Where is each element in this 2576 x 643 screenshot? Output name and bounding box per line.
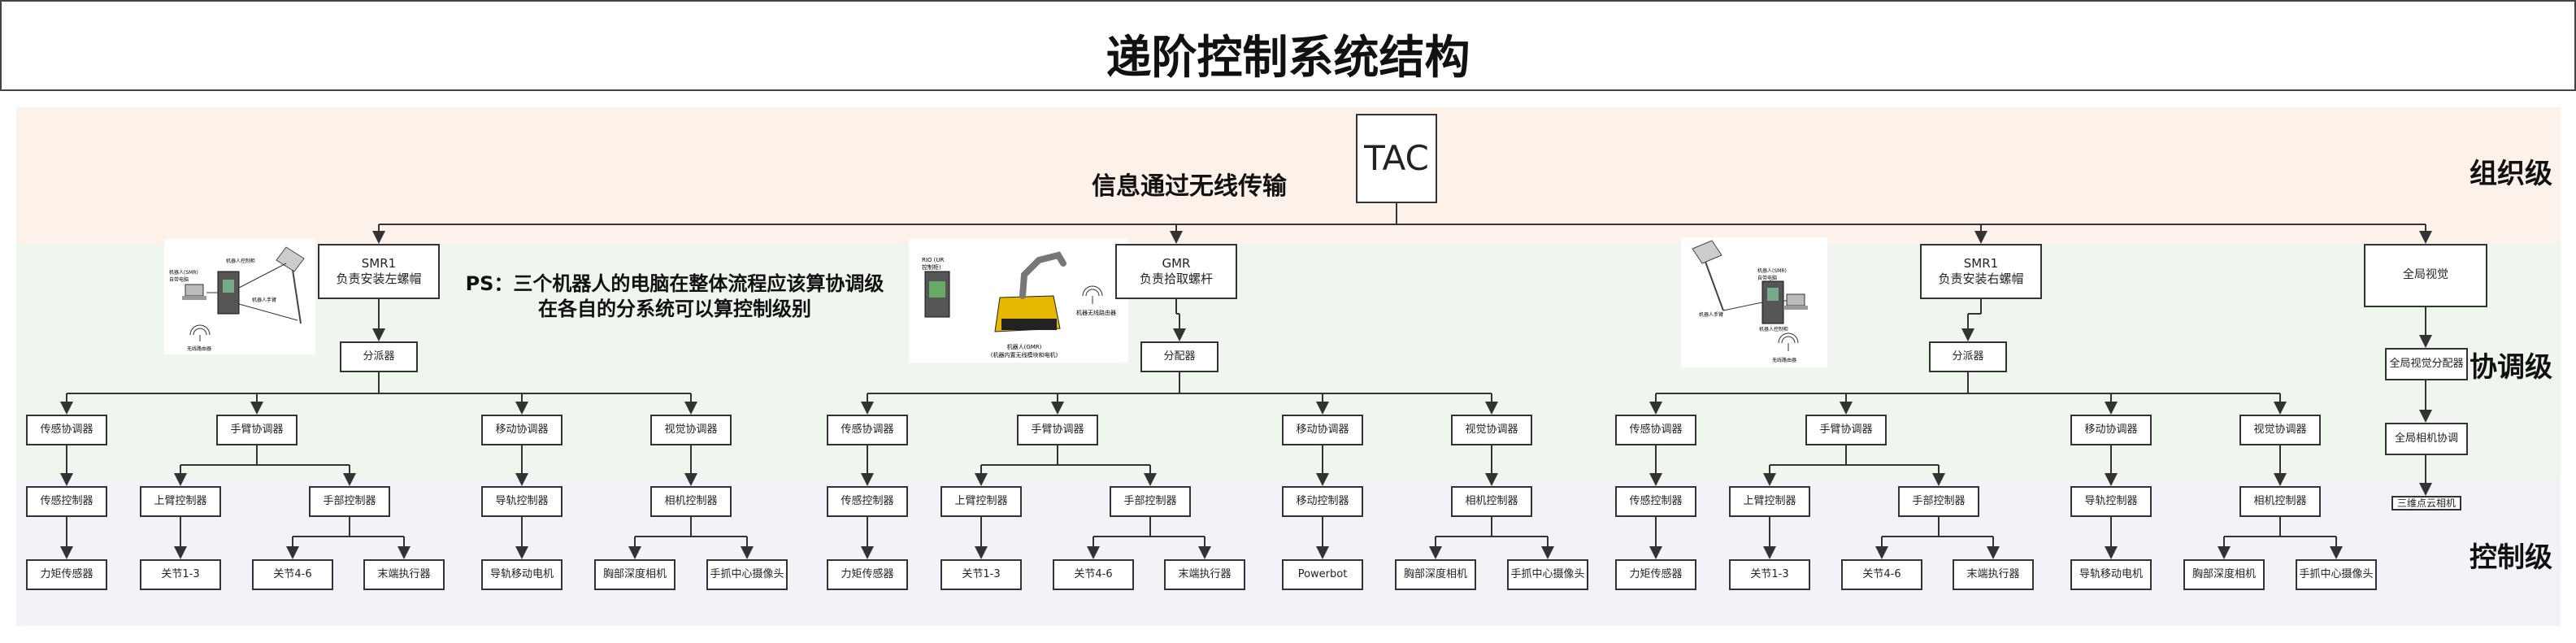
title-bar [0, 0, 2576, 91]
smr1_right-coordinator-0: 传感协调器 [1615, 415, 1696, 445]
smr1_left-controller-1: 上臂控制器 [140, 486, 221, 517]
smr1-left-pc-label: 机器人(SMR) 自带电脑 [169, 270, 198, 283]
smr1-left-cabinet-label: 机器人控制柜 [226, 259, 256, 264]
smr1_right-coordinator-3: 视觉协调器 [2239, 415, 2321, 445]
gmr-actuator-5: 胸部深度相机 [1395, 559, 1476, 590]
smr1_left-actuator-6: 手抓中心摄像头 [706, 559, 788, 590]
smr1-right-wireless-label: 无线路由器 [1772, 358, 1797, 363]
tac-box: TAC [1356, 114, 1437, 203]
smr1_left-controller-4: 相机控制器 [650, 486, 732, 517]
smr1_right-coordinator-1: 手臂协调器 [1805, 415, 1887, 445]
gmr-actuator-6: 手抓中心摄像头 [1507, 559, 1588, 590]
smr1_left-head-box: SMR1 负责安装左螺帽 [318, 244, 440, 299]
smr1_right-actuator-0: 力矩传感器 [1615, 559, 1696, 590]
smr1-right-arm-label: 机器人手臂 [1699, 312, 1724, 318]
wireless-note: 信息通过无线传输 [1092, 172, 1287, 201]
smr1_left-controller-3: 导轨控制器 [481, 486, 563, 517]
gmr-actuator-2: 关节4-6 [1053, 559, 1134, 590]
gmr-wireless-label: 机器无线路由器 [1076, 310, 1116, 316]
smr1_right-controller-3: 导轨控制器 [2070, 486, 2152, 517]
smr1_right-head-box: SMR1 负责安装右螺帽 [1920, 244, 2042, 299]
org-level-band [16, 107, 2561, 244]
smr1_right-actuator-1: 关节1-3 [1729, 559, 1810, 590]
smr1_left-coordinator-2: 移动协调器 [481, 415, 563, 445]
smr1_left-controller-0: 传感控制器 [26, 486, 107, 517]
org-level-label: 组织级 [2470, 158, 2552, 190]
smr1_left-splitter: 分派器 [340, 341, 418, 372]
gmr-controller-4: 相机控制器 [1451, 486, 1532, 517]
point-cloud-camera: 三维点云相机 [2391, 496, 2461, 510]
smr1-left-arm-label: 机器人手臂 [252, 298, 277, 303]
smr1_right-controller-0: 传感控制器 [1615, 486, 1696, 517]
smr1-left-setup-illustration [182, 246, 305, 341]
smr1_right-actuator-4: 导轨移动电机 [2070, 559, 2152, 590]
gmr-coordinator-3: 视觉协调器 [1451, 415, 1532, 445]
smr1_left-actuator-3: 末端执行器 [363, 559, 445, 590]
gmr-actuator-1: 关节1-3 [940, 559, 1022, 590]
global-vision-head: 全局视觉 [2364, 244, 2487, 307]
smr1-right-setup-photo: 机器人(SMR) 自带电脑 机器人手臂 机器人控制柜 无线路由器 [1681, 237, 1827, 367]
global-vision-dispatcher: 全局视觉分配器 [2385, 348, 2468, 380]
smr1_left-actuator-2: 关节4-6 [252, 559, 333, 590]
gmr-rio-label: RIO (UR 控制柜) [922, 257, 945, 271]
smr1_right-controller-4: 相机控制器 [2239, 486, 2321, 517]
smr1_left-actuator-4: 导轨移动电机 [481, 559, 563, 590]
gmr-setup-photo: RIO (UR 控制柜) 机器人(GMR) (机器内置无线模块和电机) 机器无线… [909, 239, 1128, 363]
ps-note: PS：三个机器人的电脑在整体流程应该算协调级 在各自的分系统可以算控制级别 [465, 272, 884, 321]
gmr-coordinator-1: 手臂协调器 [1017, 415, 1098, 445]
smr1_left-actuator-5: 胸部深度相机 [594, 559, 675, 590]
coord-level-label: 协调级 [2470, 351, 2552, 384]
smr1_right-splitter: 分派器 [1929, 341, 2007, 372]
smr1_right-actuator-5: 胸部深度相机 [2183, 559, 2265, 590]
page-title: 递阶控制系统结构 [1106, 32, 1470, 85]
smr1_right-coordinator-2: 移动协调器 [2070, 415, 2152, 445]
smr1-left-setup-photo: 机器人(SMR) 自带电脑 机器人控制柜 机器人手臂 无线路由器 [164, 239, 315, 354]
gmr-base-label: 机器人(GMR) (机器内置无线模块和电机) [990, 344, 1058, 358]
smr1_left-coordinator-3: 视觉协调器 [650, 415, 732, 445]
smr1-left-wireless-label: 无线路由器 [187, 346, 212, 352]
gmr-controller-1: 上臂控制器 [940, 486, 1022, 517]
smr1-right-cabinet-label: 机器人控制柜 [1759, 327, 1789, 332]
smr1_right-controller-2: 手部控制器 [1898, 486, 1979, 517]
smr1-right-setup-illustration [1692, 240, 1808, 351]
smr1_right-actuator-6: 手抓中心摄像头 [2296, 559, 2377, 590]
gmr-splitter: 分配器 [1140, 341, 1218, 372]
smr1_left-controller-2: 手部控制器 [309, 486, 390, 517]
smr1_left-coordinator-0: 传感协调器 [26, 415, 107, 445]
gmr-controller-3: 移动控制器 [1282, 486, 1363, 517]
smr1_right-actuator-2: 关节4-6 [1841, 559, 1922, 590]
gmr-actuator-4: Powerbot [1282, 559, 1363, 590]
smr1-right-pc-label: 机器人(SMR) 自带电脑 [1757, 268, 1787, 281]
gmr-coordinator-0: 传感协调器 [827, 415, 908, 445]
smr1_left-actuator-0: 力矩传感器 [26, 559, 107, 590]
gmr-setup-illustration [924, 251, 1103, 332]
control-level-label: 控制级 [2470, 541, 2552, 574]
global-camera-coordinator: 全局相机协调 [2385, 423, 2468, 455]
gmr-controller-0: 传感控制器 [827, 486, 908, 517]
gmr-actuator-0: 力矩传感器 [827, 559, 908, 590]
gmr-head-box: GMR 负责拾取螺杆 [1115, 244, 1237, 299]
smr1_left-actuator-1: 关节1-3 [140, 559, 221, 590]
smr1_right-controller-1: 上臂控制器 [1729, 486, 1810, 517]
smr1_left-coordinator-1: 手臂协调器 [216, 415, 298, 445]
gmr-actuator-3: 末端执行器 [1164, 559, 1245, 590]
gmr-controller-2: 手部控制器 [1110, 486, 1191, 517]
smr1_right-actuator-3: 末端执行器 [1953, 559, 2034, 590]
gmr-coordinator-2: 移动协调器 [1282, 415, 1363, 445]
